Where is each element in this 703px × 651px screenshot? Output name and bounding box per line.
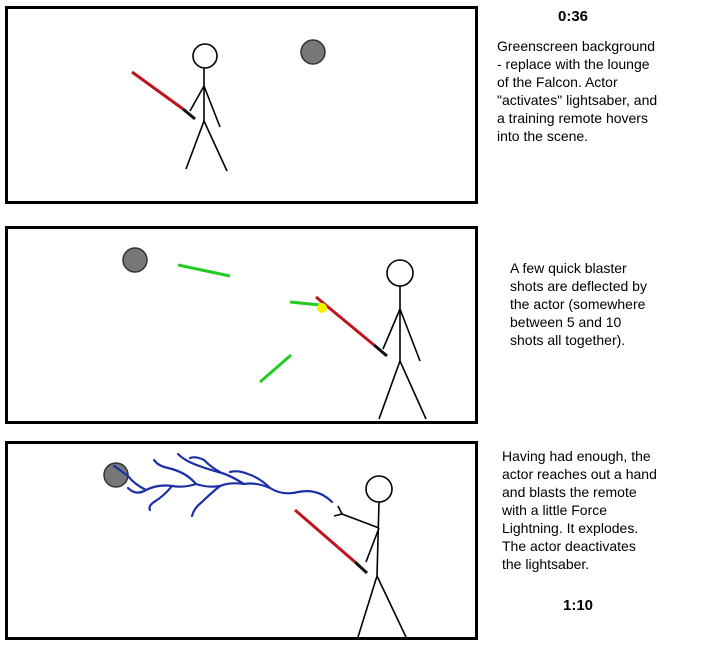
panel-1-drawing <box>131 39 326 172</box>
lightsaber-blade-icon <box>131 70 184 111</box>
blaster-shot-icon <box>177 263 231 278</box>
force-lightning-icon <box>112 452 334 518</box>
actor-figure-icon <box>185 43 228 172</box>
panel-3-note: Having had enough, the actor reaches out… <box>502 448 657 572</box>
lightsaber-blade-icon <box>294 508 356 564</box>
panel-2-drawing <box>122 247 427 420</box>
lightsaber-hilt-icon <box>353 560 369 575</box>
timestamp-start: 0:36 <box>558 8 589 25</box>
storyboard-panel-3 <box>5 441 478 640</box>
storyboard-panel-2 <box>5 226 478 424</box>
timestamp-end: 1:10 <box>563 597 594 614</box>
blaster-shot-icon <box>289 300 321 307</box>
panel-3-drawing <box>103 452 407 637</box>
storyboard-panel-1 <box>5 6 478 204</box>
actor-figure-icon <box>378 259 427 420</box>
training-remote-icon <box>300 39 326 65</box>
lightsaber-hilt-icon <box>182 107 196 121</box>
panel-1-note: Greenscreen background - replace with th… <box>497 38 658 144</box>
deflection-spark-icon <box>317 303 327 313</box>
actor-figure-icon <box>333 475 407 637</box>
training-remote-icon <box>122 247 148 273</box>
blaster-shot-icon <box>259 353 292 384</box>
lightsaber-hilt-icon <box>373 343 388 358</box>
panel-2-note: A few quick blaster shots are deflected … <box>510 260 647 348</box>
